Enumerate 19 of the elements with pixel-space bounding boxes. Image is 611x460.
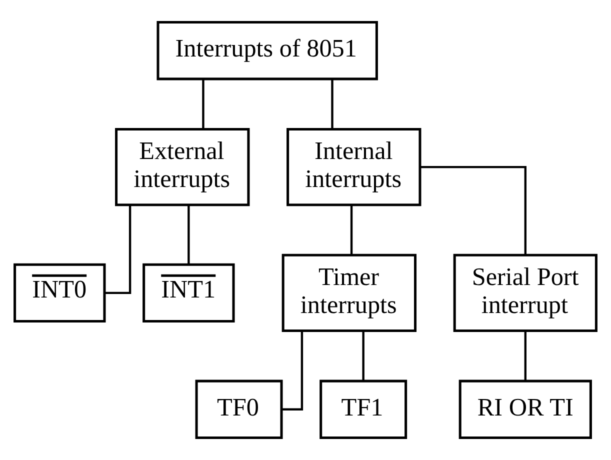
connector bbox=[282, 331, 304, 410]
connector bbox=[524, 331, 526, 381]
node-box: INT0 bbox=[14, 263, 106, 323]
connector bbox=[104, 204, 132, 294]
node-box: RI OR TI bbox=[458, 380, 592, 439]
node-box: Serial Port interrupt bbox=[453, 254, 598, 332]
node-box: Interrupts of 8051 bbox=[156, 21, 378, 80]
connector bbox=[420, 166, 526, 256]
connector bbox=[331, 79, 334, 129]
connector bbox=[188, 204, 190, 264]
node-box: TF0 bbox=[195, 380, 283, 439]
node-box: Internal interrupts bbox=[286, 128, 422, 206]
connector bbox=[362, 331, 364, 381]
connector bbox=[202, 79, 204, 129]
node-box: External interrupts bbox=[115, 128, 250, 206]
connector bbox=[350, 204, 353, 255]
node-box: Timer interrupts bbox=[282, 254, 417, 332]
node-box: INT1 bbox=[142, 263, 235, 323]
node-box: TF1 bbox=[320, 380, 408, 439]
